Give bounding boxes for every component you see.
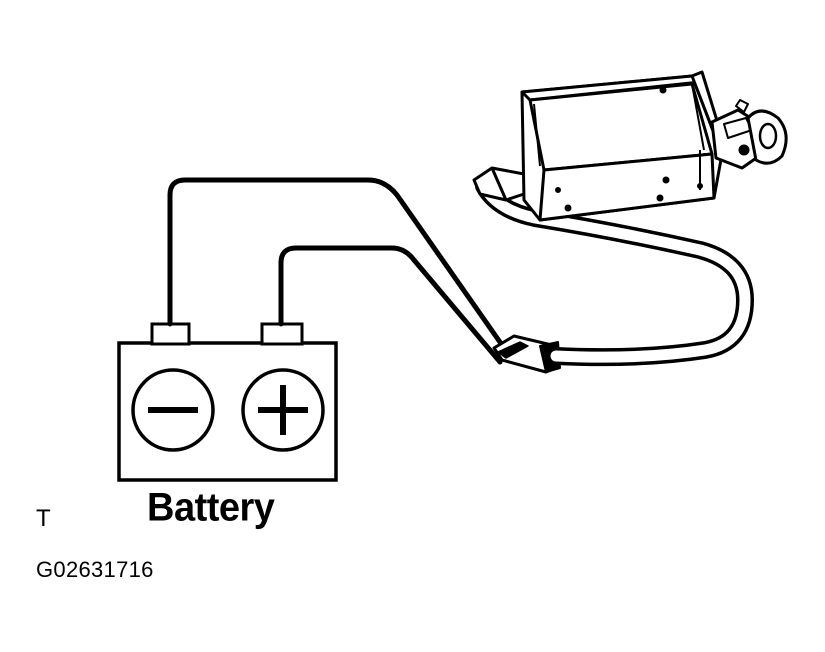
corner-letter: T <box>36 505 51 532</box>
positive-terminal-post <box>260 322 304 346</box>
figure-code: G02631716 <box>36 557 154 582</box>
wire-harness <box>475 177 754 367</box>
solenoid-front-face <box>538 152 716 222</box>
minus-icon <box>131 368 215 452</box>
solenoid-plug <box>472 166 526 202</box>
solenoid-unit <box>520 70 788 222</box>
negative-terminal-post <box>150 322 191 346</box>
positive-wire <box>278 245 503 365</box>
battery-label: Battery <box>147 486 275 531</box>
negative-wire <box>167 177 505 348</box>
plus-icon <box>241 368 325 452</box>
battery <box>117 322 338 482</box>
battery-wires <box>167 177 505 365</box>
